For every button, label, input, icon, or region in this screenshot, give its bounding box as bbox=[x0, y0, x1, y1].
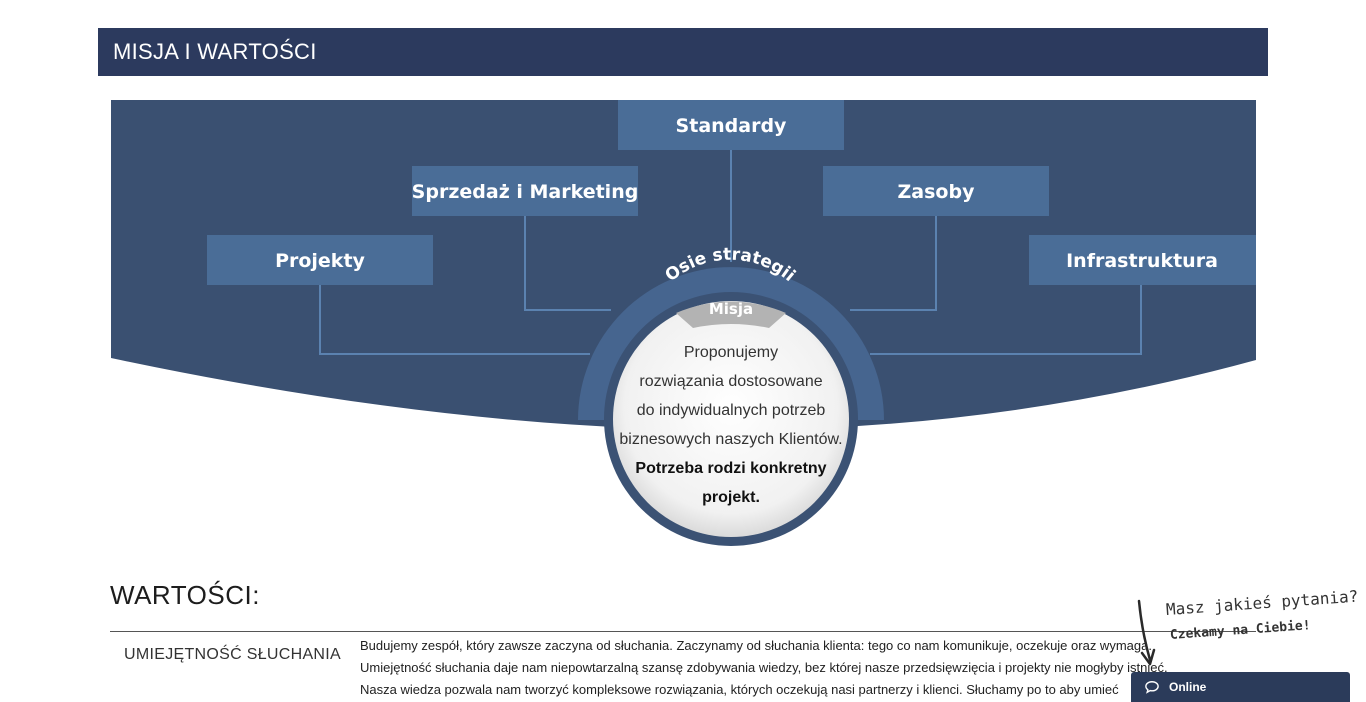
value-description-line: Budujemy zespół, który zawsze zaczyna od… bbox=[360, 638, 1152, 653]
chat-bubble-icon bbox=[1145, 681, 1159, 694]
mission-label: Misja bbox=[709, 300, 753, 318]
box-sprzedaz: Sprzedaż i Marketing bbox=[412, 166, 639, 216]
box-label-infrastruktura: Infrastruktura bbox=[1066, 250, 1218, 272]
mission-bold-line: Potrzeba rodzi konkretny bbox=[635, 460, 826, 477]
box-standardy: Standardy bbox=[618, 100, 844, 150]
value-description: Budujemy zespół, który zawsze zaczyna od… bbox=[360, 635, 1240, 701]
values-heading: WARTOŚCI: bbox=[110, 580, 260, 610]
mission-line: do indywidualnych potrzeb bbox=[637, 402, 826, 419]
value-description-line: Umiejętność słuchania daje nam niepowtar… bbox=[360, 660, 1168, 675]
connector-lines bbox=[319, 150, 1142, 355]
mission-circle: Osie strategii Misja Proponujemy rozwiąz… bbox=[578, 245, 884, 546]
value-name: UMIEJĘTNOŚĆ SŁUCHANIA bbox=[124, 646, 341, 663]
box-label-zasoby: Zasoby bbox=[898, 181, 976, 203]
mission-line: biznesowych naszych Klientów. bbox=[619, 431, 842, 448]
chat-widget-button[interactable]: Online bbox=[1131, 672, 1350, 702]
chat-teaser-invite[interactable]: Czekamy na Ciebie! bbox=[1169, 618, 1312, 643]
mission-line: Proponujemy bbox=[684, 344, 778, 361]
page-title: MISJA I WARTOŚCI bbox=[113, 39, 317, 64]
chat-arrow-icon bbox=[1137, 599, 1156, 666]
strategy-diagram: Standardy Sprzedaż i Marketing Zasoby Pr… bbox=[111, 100, 1256, 546]
chat-teaser-question[interactable]: Masz jakieś pytania? bbox=[1165, 586, 1359, 619]
box-label-sprzedaz: Sprzedaż i Marketing bbox=[412, 181, 639, 203]
box-projekty: Projekty bbox=[207, 235, 433, 285]
box-label-standardy: Standardy bbox=[676, 115, 788, 137]
page-header: MISJA I WARTOŚCI bbox=[98, 28, 1268, 76]
box-zasoby: Zasoby bbox=[823, 166, 1049, 216]
box-infrastruktura: Infrastruktura bbox=[1029, 235, 1256, 285]
values-divider bbox=[110, 631, 1256, 632]
chat-status-label: Online bbox=[1169, 680, 1207, 694]
box-label-projekty: Projekty bbox=[275, 250, 365, 272]
value-description-line: Nasza wiedza pozwala nam tworzyć komplek… bbox=[360, 682, 1119, 697]
mission-bold-line: projekt. bbox=[702, 489, 760, 506]
mission-line: rozwiązania dostosowane bbox=[639, 373, 822, 390]
